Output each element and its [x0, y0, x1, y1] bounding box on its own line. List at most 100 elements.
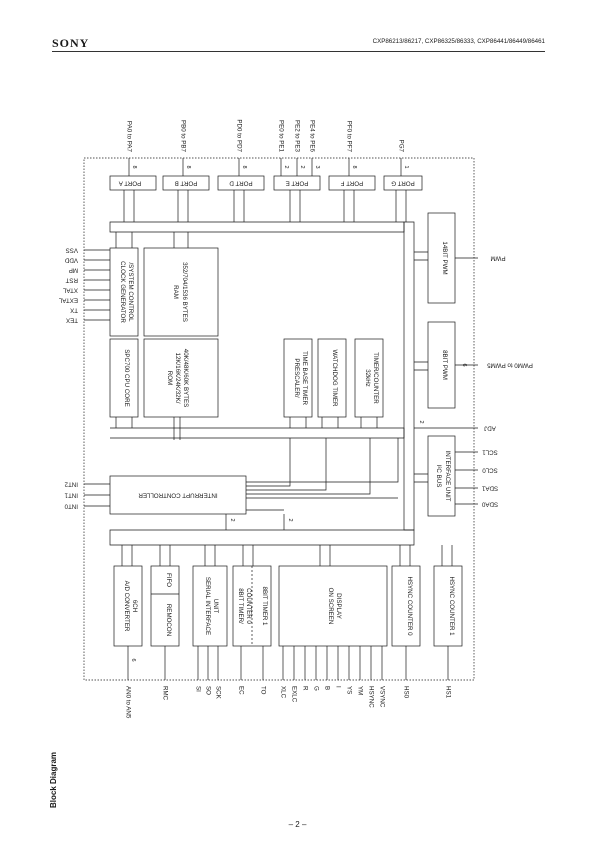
pin-ec: EC	[237, 686, 244, 695]
ram-label-0: RAM	[172, 285, 179, 299]
pin-xtal: XTAL	[62, 286, 78, 293]
port-f-label: PORT F	[341, 179, 364, 186]
pwm8-width: 6	[461, 363, 467, 366]
i2c-box	[427, 435, 456, 517]
cpu-core-box	[109, 338, 139, 418]
pin-pwm0-5: PWM0 to PWM5	[487, 361, 533, 368]
adc-label-0: A/D CONVERTER	[123, 581, 130, 632]
prescaler-label-1: TIME BASE TIMER	[301, 351, 308, 405]
pin-sda1: SDA1	[481, 484, 498, 491]
interrupt-label: INTERRUPT CONTROLLER	[138, 491, 218, 498]
pin-pwm: PWM	[490, 254, 505, 261]
adc-width: 6	[130, 658, 136, 661]
brand-logo: SONY	[52, 36, 90, 50]
pin-to: TO	[259, 686, 266, 695]
pin-xlc: XLC	[279, 686, 286, 699]
pin-hs0: HS0	[402, 686, 409, 699]
pin-vdd: VDD	[64, 256, 78, 263]
pin-vss: VSS	[66, 246, 78, 253]
page-number: – 2 –	[288, 820, 307, 829]
hsync1-box	[433, 565, 463, 647]
timer32k-label-1: TIMER/COUNTER	[372, 352, 379, 404]
figure-title: Block Diagram	[49, 752, 58, 808]
port-e-width-0: 2	[283, 165, 289, 168]
rom-label-0: ROM	[166, 371, 173, 385]
pwm8-label: 8BIT PWM	[441, 350, 448, 380]
port-d-width: 8	[241, 165, 247, 168]
port-d-box	[217, 175, 265, 191]
pin-sck: SCK	[214, 686, 221, 700]
pin-tex: TEX	[66, 316, 78, 323]
remocon-box	[150, 565, 180, 647]
pin-an: AN0 to AN5	[124, 686, 131, 719]
pin-i: I	[334, 686, 341, 688]
port-a-box	[109, 175, 157, 191]
pin-rst: RST	[65, 276, 78, 283]
rom-label-1: 12K/16K/24K/32K/	[174, 353, 181, 404]
port-e-width-2: 3	[314, 165, 320, 168]
port-b-label: PORT B	[175, 179, 198, 186]
port-e-width-1: 2	[299, 165, 305, 168]
pin-int2: INT2	[64, 480, 78, 487]
left-pin-lines	[84, 249, 110, 507]
chip-boundary	[83, 157, 475, 681]
rom-label-2: 40K/48K/60K BYTES	[182, 349, 189, 407]
serial-label-1: UNIT	[212, 599, 219, 614]
port-e-pins-2: PE4 to PE6	[308, 120, 315, 153]
port-e-label: PORT E	[286, 179, 309, 186]
port-g-label: PORT G	[391, 179, 415, 186]
bus-width-int-a: 2	[229, 518, 235, 521]
pin-so: SO	[204, 686, 211, 695]
clock-generator-box	[109, 247, 139, 337]
clock-label-0: CLOCK GENERATOR	[119, 261, 126, 323]
pin-ys: YS	[345, 686, 352, 694]
bus-width-adj: 2	[418, 420, 424, 423]
port-d-label: PORT D	[229, 179, 253, 186]
remocon-label: REMOCON	[165, 604, 172, 636]
pin-mp: MP	[69, 266, 78, 273]
timer8-label-0: 8BIT TIMER/	[237, 588, 244, 624]
clock-label-1: /SYSTEM CONTROL	[127, 262, 134, 322]
bus-width-int-b: 2	[287, 518, 293, 521]
pwm14-label: 14BIT PWM	[441, 241, 448, 274]
pin-r: R	[301, 686, 308, 691]
osd-box	[278, 565, 388, 647]
header-rule	[52, 51, 545, 52]
timer32k-label-0: 32kHz	[364, 369, 371, 387]
port-e-pins-0: PE0 to PE1	[277, 120, 284, 153]
port-b-pins: PB0 to PB7	[179, 120, 186, 153]
port-f-pins: PF0 to PF7	[345, 121, 352, 153]
model-list: CXP86213/86217, CXP86325/86333, CXP86441…	[372, 38, 545, 45]
ram-label-1: 352/704/1536 BYTES	[181, 262, 188, 322]
right-pin-lines	[455, 257, 478, 505]
port-e-pins-1: PE2 to PE3	[293, 120, 300, 153]
ram-box	[143, 247, 219, 337]
pin-tx: TX	[70, 306, 78, 313]
watchdog-label: WATCHDOG TIMER	[331, 350, 338, 407]
pin-vsync: VSYNC	[378, 686, 385, 708]
pin-rmc: RMC	[161, 686, 168, 701]
hsync0-box	[391, 565, 421, 647]
port-b-width: 8	[185, 165, 191, 168]
i2c-label-0: I²C BUS	[435, 465, 442, 488]
i2c-label-1: INTERFACE UNIT	[444, 451, 451, 502]
port-g-pins: PG7	[397, 140, 404, 153]
port-pin-lines	[128, 158, 402, 176]
pin-hs1: HS1	[444, 686, 451, 699]
pin-scl0: SCL0	[482, 466, 498, 473]
pin-scl1: SCL1	[482, 448, 498, 455]
rom-box	[143, 338, 219, 418]
hsync0-label: HSYNC COUNTER 0	[406, 576, 413, 636]
adc-label-1: 6CH	[131, 600, 138, 612]
diagram-labels: PORT A PORT B PORT D PORT E PORT F PORT …	[49, 119, 533, 808]
cpu-label: SPC700 CPU CORE	[123, 349, 130, 406]
pin-si: SI	[194, 686, 201, 692]
watchdog-box	[317, 338, 347, 418]
pin-int1: INT1	[64, 491, 78, 498]
osd-label-0: ON SCREEN	[327, 588, 334, 625]
timer32k-box	[354, 338, 384, 418]
timer8-label-1: COUNTER 0	[245, 588, 252, 624]
port-a-label: PORT A	[118, 179, 141, 186]
port-b-box	[162, 175, 210, 191]
pin-g: G	[312, 686, 319, 691]
